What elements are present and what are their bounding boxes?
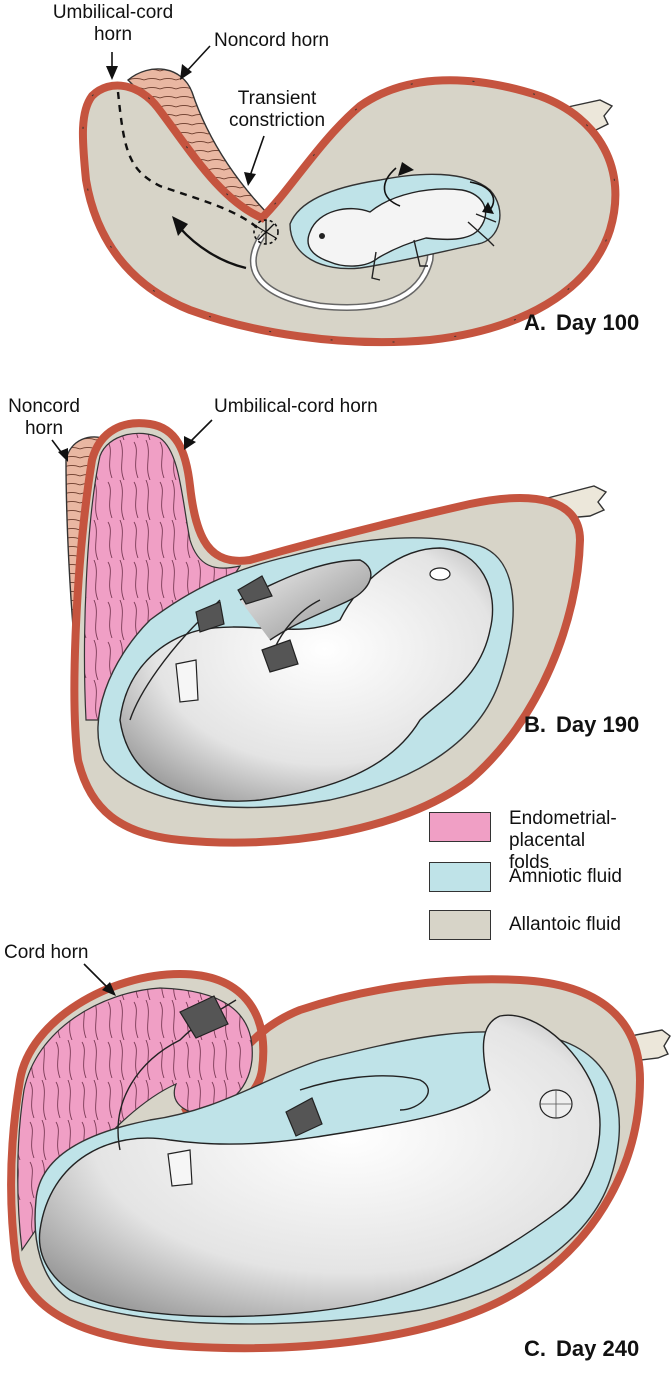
movement-arrow-a: [179, 227, 247, 270]
label-transient-constriction: Transient constriction: [228, 88, 326, 131]
panel-title-c: C. Day 240: [524, 1336, 639, 1362]
legend-swatch-amniotic: [429, 862, 491, 892]
legend-label-allantoic: Allantoic fluid: [509, 914, 621, 935]
panel-title-a: A. Day 100: [524, 310, 639, 336]
panel-b-drawing: [51, 419, 608, 847]
panel-a-drawing: [78, 45, 620, 347]
label-noncord-horn-b: Noncord horn: [8, 396, 80, 439]
fetus-a: [307, 162, 497, 281]
label-umbilical-cord-horn-b: Umbilical-cord horn: [214, 396, 378, 417]
legend-swatch-allantoic: [429, 910, 491, 940]
panel-letter-b: B.: [524, 712, 546, 737]
legend-swatch-folds: [429, 812, 491, 842]
panel-letter-a: A.: [524, 310, 546, 335]
panel-c-drawing: [7, 963, 671, 1353]
fetus-c: [38, 995, 601, 1318]
label-cord-horn-c: Cord horn: [4, 942, 89, 963]
panel-title-b: B. Day 190: [524, 712, 639, 738]
panel-day-b: Day 190: [556, 712, 640, 737]
panel-day-a: Day 100: [556, 310, 640, 335]
fetus-b: [119, 547, 494, 802]
dashed-cord-path-a: [116, 91, 263, 233]
panel-letter-c: C.: [524, 1336, 546, 1361]
label-noncord-horn-a: Noncord horn: [214, 30, 330, 51]
panel-day-c: Day 240: [556, 1336, 640, 1361]
legend-label-folds: Endometrial- placental folds: [509, 808, 617, 873]
label-umbilical-cord-horn-a: Umbilical-cord horn: [52, 2, 174, 45]
folds-b: [83, 432, 242, 721]
legend-label-amniotic: Amniotic fluid: [509, 866, 622, 887]
